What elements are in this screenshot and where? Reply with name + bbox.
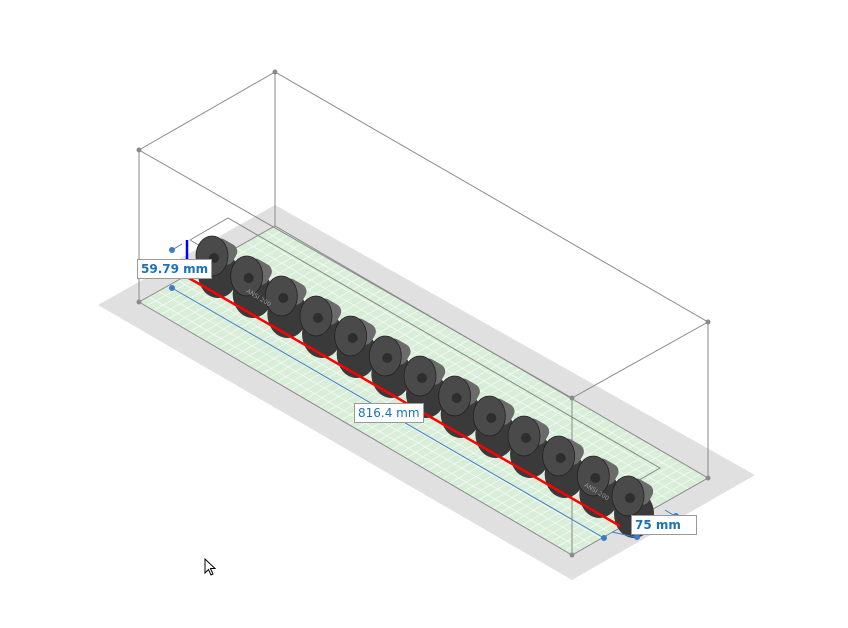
mouse-cursor-icon [204,558,217,576]
chain-pin [590,473,601,483]
chain-pin [625,493,635,503]
chain-pin [451,393,462,403]
chain-model[interactable] [195,235,656,538]
chain-pin [417,373,427,383]
chain-pin [278,293,289,303]
chain-pin [382,353,393,363]
length-dimension-label[interactable]: 816.4 mm [354,403,424,423]
height-dimension-label[interactable]: 59.79 mm [137,259,213,279]
chain-pin [521,433,531,443]
chain-pin [486,413,497,423]
chain-pin [347,333,358,343]
length-axis [186,275,621,528]
chain-pin [243,273,254,283]
width-dimension-label[interactable]: 75 mm [631,515,697,535]
chain-pin [313,313,323,323]
chain-pin [555,453,566,463]
